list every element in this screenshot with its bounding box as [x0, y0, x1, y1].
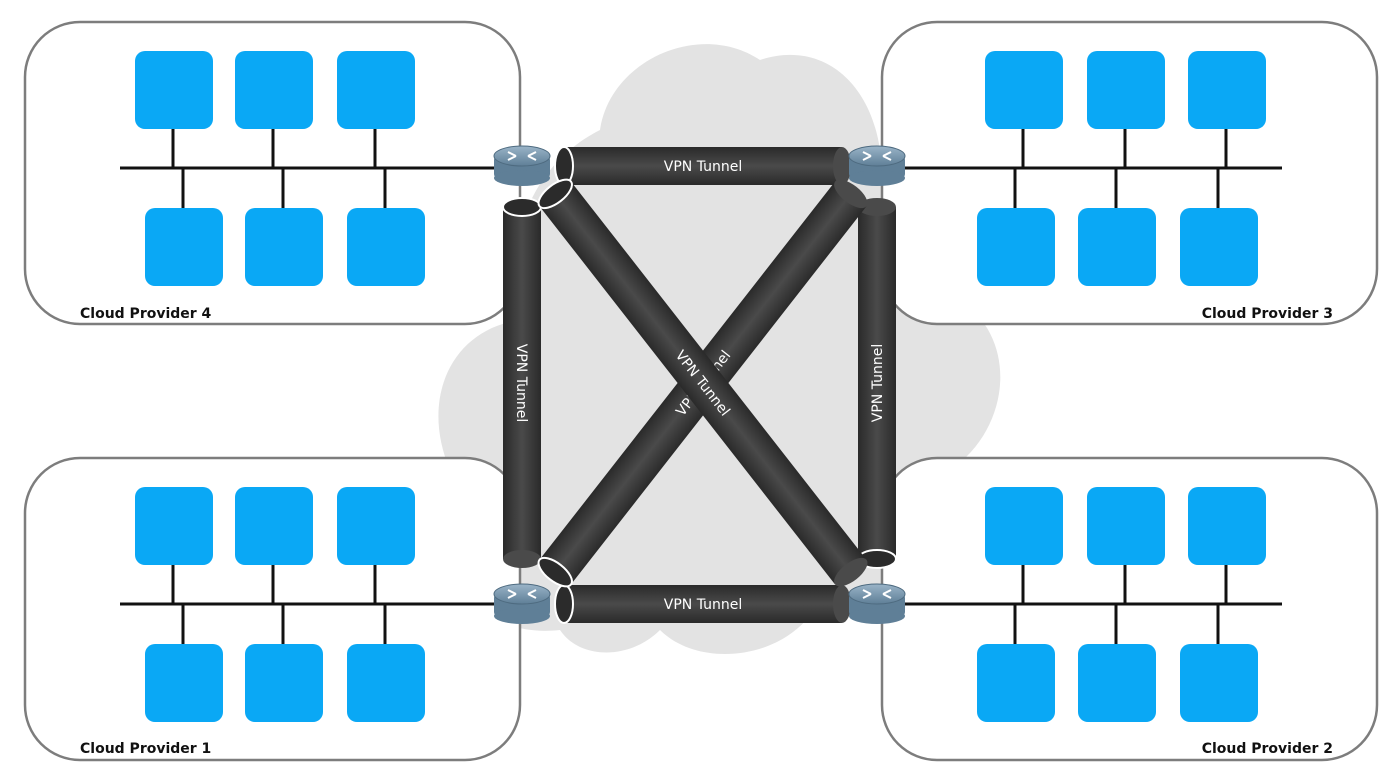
server-node-icon [235, 487, 313, 565]
provider-label: Cloud Provider 4 [80, 306, 212, 322]
server-node-icon [977, 644, 1055, 722]
tunnel-body [539, 181, 867, 585]
tunnel-opening [537, 178, 573, 210]
router-icon [848, 145, 906, 186]
tunnel-label: VPN Tunnel [513, 344, 529, 423]
server-node-icon [145, 644, 223, 722]
server-node-icon [145, 208, 223, 286]
tunnel-label: VPN Tunnel [664, 597, 743, 613]
tunnel-end [833, 585, 851, 623]
server-node-icon [1078, 644, 1156, 722]
server-node-icon [1180, 644, 1258, 722]
server-node-icon [135, 487, 213, 565]
server-node-icon [245, 208, 323, 286]
server-node-icon [985, 487, 1063, 565]
tunnel-body [564, 585, 842, 623]
server-node-icon [337, 487, 415, 565]
server-node-icon [245, 644, 323, 722]
server-node-icon [235, 51, 313, 129]
tunnel-top: VPN Tunnel [554, 146, 851, 186]
provider-cp2: Cloud Provider 2 [880, 456, 1379, 762]
tunnel-opening [554, 584, 574, 624]
provider-label: Cloud Provider 2 [1202, 741, 1333, 757]
server-node-icon [1087, 51, 1165, 129]
tunnel-bottom: VPN Tunnel [554, 584, 851, 624]
tunnel-left: VPN Tunnel [502, 197, 542, 568]
tunnel-label: VPN Tunnel [664, 159, 743, 175]
server-node-icon [347, 644, 425, 722]
tunnel-end [834, 557, 868, 587]
server-node-icon [1188, 487, 1266, 565]
tunnel-end [834, 179, 868, 209]
provider-cp1: Cloud Provider 1 [23, 456, 522, 762]
tunnel-body [858, 207, 896, 559]
provider-cp4: Cloud Provider 4 [23, 20, 522, 326]
server-node-icon [1087, 487, 1165, 565]
server-node-icon [977, 208, 1055, 286]
tunnel-body [503, 207, 541, 559]
provider-label: Cloud Provider 3 [1202, 306, 1333, 322]
tunnel-end [858, 198, 896, 216]
provider-cp3: Cloud Provider 3 [880, 20, 1379, 326]
tunnel-right: VPN Tunnel [857, 198, 897, 569]
tunnel-end [833, 147, 851, 185]
provider-label: Cloud Provider 1 [80, 741, 211, 757]
server-node-icon [1180, 208, 1258, 286]
tunnel-label: VPN Tunnel [870, 344, 886, 423]
tunnel-opening [502, 197, 542, 217]
server-node-icon [985, 51, 1063, 129]
server-node-icon [135, 51, 213, 129]
server-node-icon [337, 51, 415, 129]
server-node-icon [1078, 208, 1156, 286]
server-node-icon [347, 208, 425, 286]
tunnel-end [503, 550, 541, 568]
tunnel-opening [537, 556, 573, 588]
router-icon [493, 583, 551, 624]
tunnel-body [564, 147, 842, 185]
router-icon [848, 583, 906, 624]
router-icon [493, 145, 551, 186]
server-node-icon [1188, 51, 1266, 129]
